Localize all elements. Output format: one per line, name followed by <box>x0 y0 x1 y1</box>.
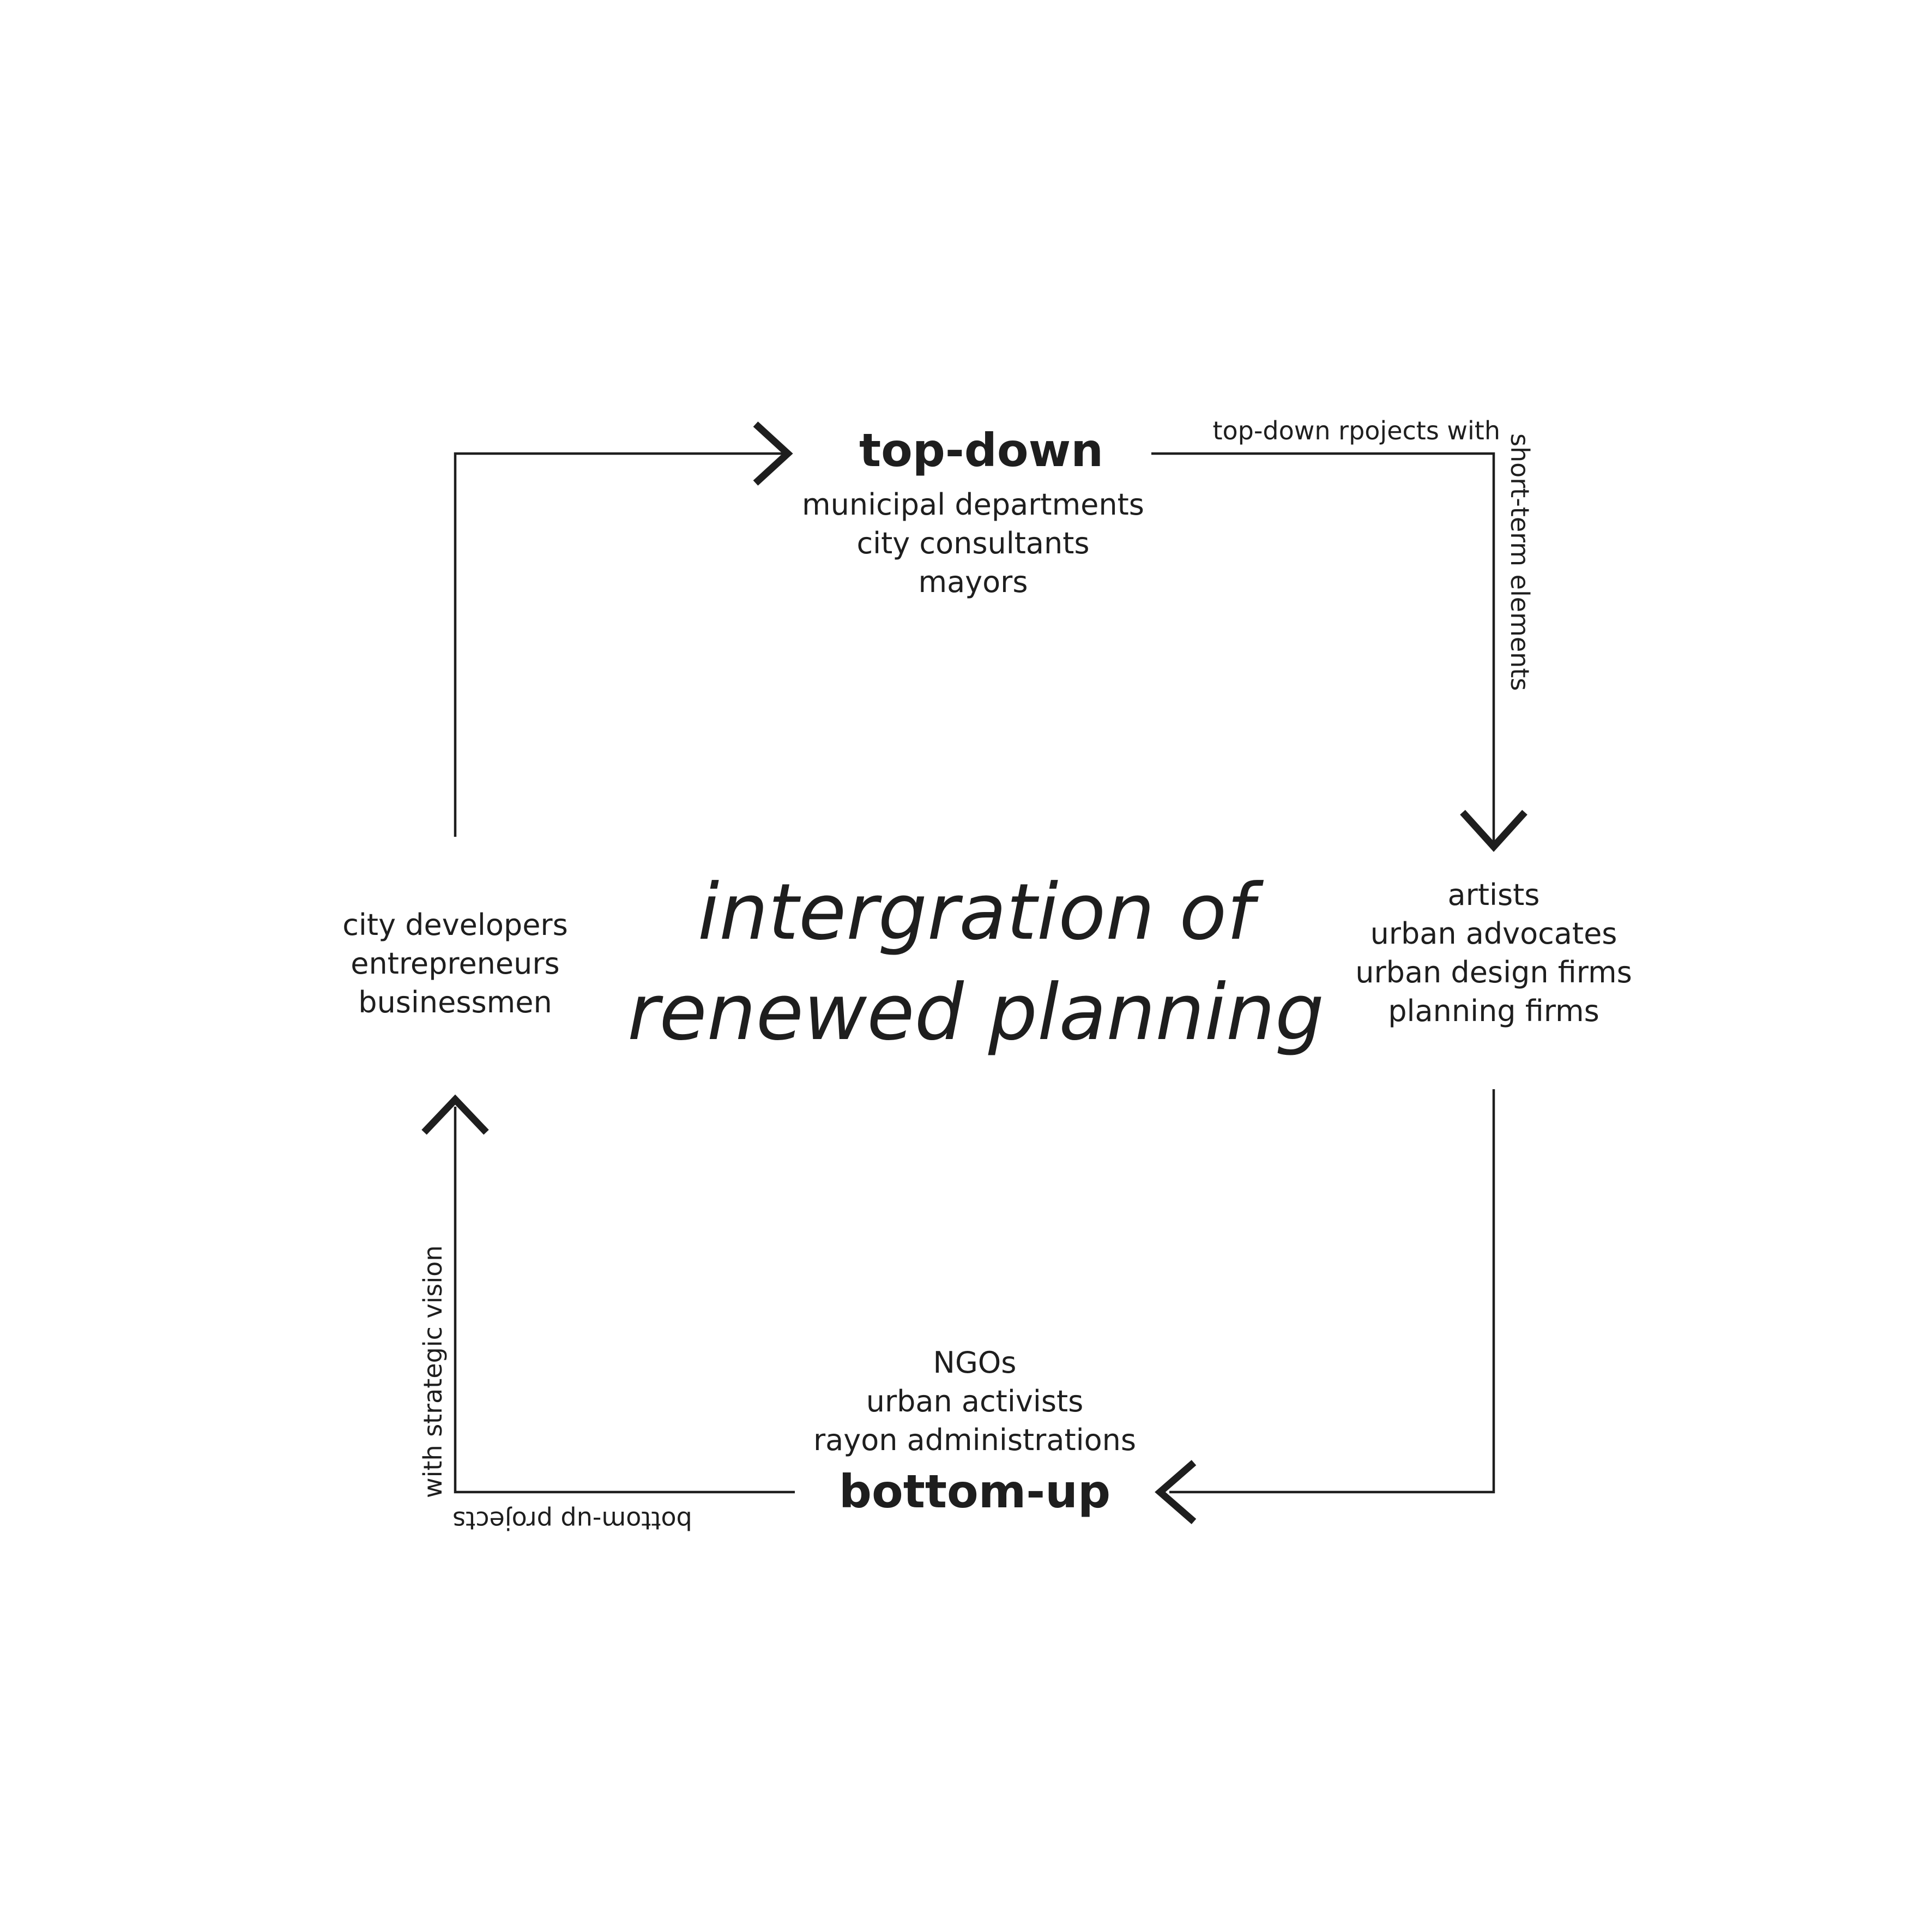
bottom-node-item: NGOs <box>933 1345 1017 1380</box>
right-node-item: artists <box>1448 878 1540 912</box>
bottom-node-item: rayon administrations <box>813 1423 1136 1457</box>
connector-bottom-to-left <box>454 1107 795 1494</box>
bottom-node-item: urban activists <box>866 1384 1084 1418</box>
connector-top-to-right <box>1151 452 1495 842</box>
top-node-title: top-down <box>859 424 1103 477</box>
edge-label-top-horizontal: top-down rpojects with <box>1212 416 1500 445</box>
edge-label-left-vertical: with strategic vision <box>418 1245 448 1498</box>
arrow-up-icon <box>421 1094 489 1135</box>
bottom-node-title: bottom-up <box>839 1465 1110 1518</box>
center-title-line-1: intergration of <box>698 867 1264 957</box>
right-node-item: planning firms <box>1388 994 1599 1028</box>
right-node-item: urban design firms <box>1355 955 1632 989</box>
right-node-item: urban advocates <box>1370 916 1617 951</box>
edge-label-bottom-horizontal: bottom-up projects <box>452 1506 692 1535</box>
center-title-line-2: renewed planning <box>627 968 1324 1058</box>
connector-right-to-bottom <box>1169 1089 1495 1494</box>
edge-label-right-vertical: short-term elements <box>1505 433 1535 691</box>
arrow-down-icon <box>1460 810 1528 852</box>
left-node-item: businessmen <box>358 985 552 1019</box>
arrow-left-icon <box>1155 1460 1197 1524</box>
top-node-item: mayors <box>918 565 1028 599</box>
left-node-item: entrepreneurs <box>351 946 559 981</box>
left-node-item: city developers <box>342 908 568 942</box>
connector-left-to-top <box>454 452 788 837</box>
top-node-item: municipal departments <box>802 487 1144 522</box>
top-node-item: city consultants <box>856 526 1089 560</box>
arrow-right-icon <box>753 421 793 486</box>
